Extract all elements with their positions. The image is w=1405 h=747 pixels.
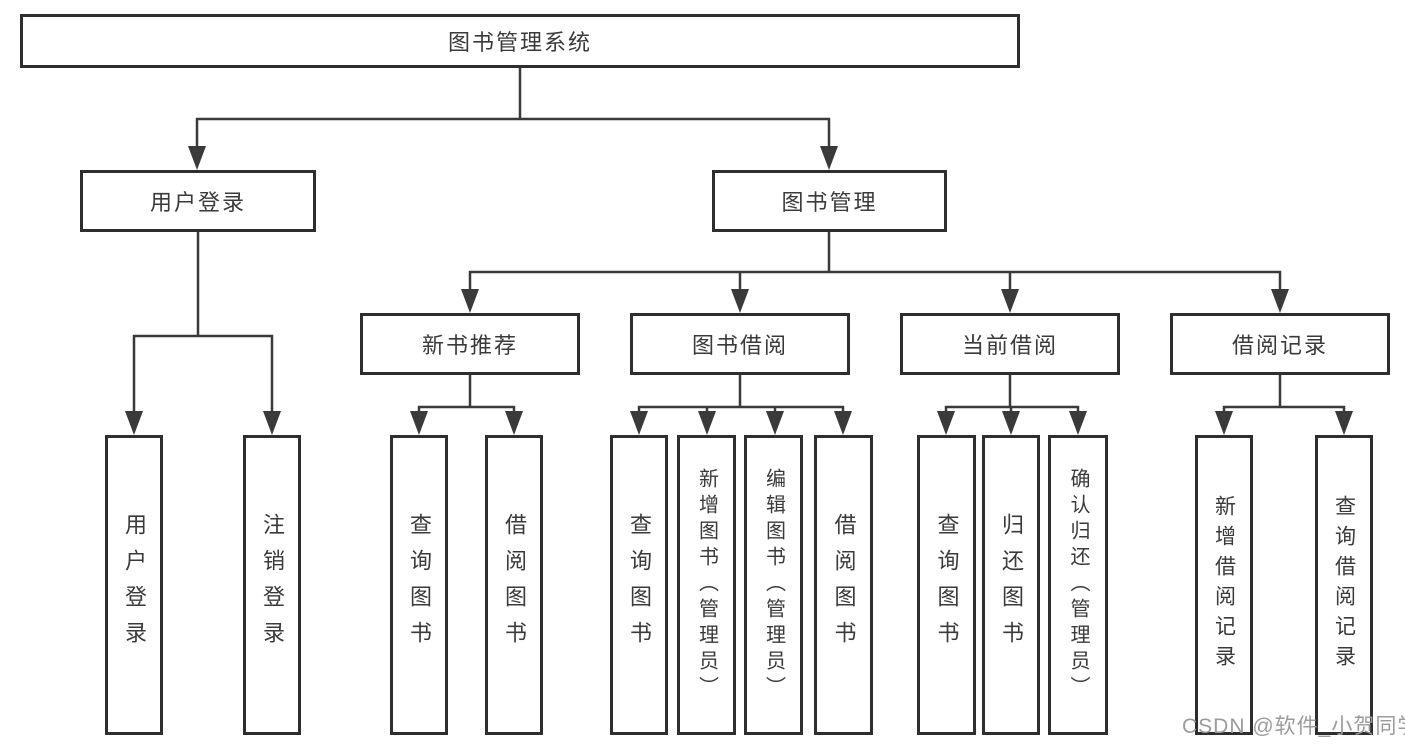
node-book-management: 图书管理: [712, 170, 947, 232]
leaf-user-login: 用户登录: [105, 435, 163, 735]
leaf-logout: 注销登录: [243, 435, 301, 735]
node-new-book-recommendation: 新书推荐: [360, 313, 580, 375]
leaf-confirm-return-admin: 确认归还（管理员）: [1048, 435, 1108, 735]
node-label: 借阅图书: [502, 513, 527, 657]
node-label: 注销登录: [260, 513, 285, 657]
leaf-add-book-admin: 新增图书（管理员）: [677, 435, 736, 735]
node-user-login: 用户登录: [80, 170, 316, 232]
node-label: 查询图书: [627, 513, 652, 657]
leaf-borrow-books-2: 借阅图书: [814, 435, 873, 735]
leaf-edit-book-admin: 编辑图书（管理员）: [744, 435, 803, 735]
arrowheads: [125, 146, 1353, 435]
node-label: 新增图书（管理员）: [695, 468, 718, 702]
node-label: 编辑图书（管理员）: [762, 468, 785, 702]
leaf-query-books-3: 查询图书: [917, 435, 976, 735]
node-label: 查询图书: [934, 513, 960, 657]
node-label: 查询借阅记录: [1332, 495, 1356, 675]
csdn-watermark: CSDN @软件_小贺同学: [1182, 715, 1405, 738]
node-borrowing-records: 借阅记录: [1170, 313, 1390, 375]
leaf-borrow-books: 借阅图书: [485, 435, 543, 735]
node-label: 查询图书: [407, 513, 432, 657]
node-label: 新增借阅记录: [1212, 495, 1236, 675]
node-current-borrowing: 当前借阅: [900, 313, 1120, 375]
node-label: 归还图书: [999, 513, 1024, 657]
leaf-query-books: 查询图书: [390, 435, 448, 735]
leaf-query-borrow-record: 查询借阅记录: [1315, 435, 1373, 735]
node-label: 用户登录: [122, 513, 147, 657]
node-book-borrowing: 图书借阅: [630, 313, 850, 375]
node-label: 借阅图书: [831, 513, 857, 657]
leaf-add-borrow-record: 新增借阅记录: [1195, 435, 1253, 735]
leaf-query-books-2: 查询图书: [610, 435, 668, 735]
node-library-system: 图书管理系统: [20, 14, 1020, 68]
leaf-return-books: 归还图书: [982, 435, 1040, 735]
node-label: 确认归还（管理员）: [1067, 468, 1089, 702]
